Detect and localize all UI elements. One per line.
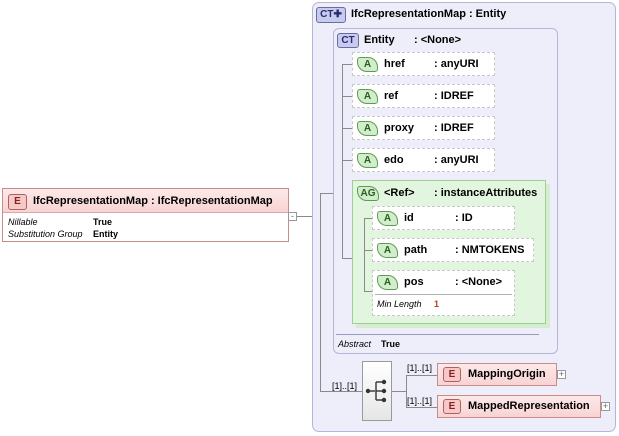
attribute-name: edo [384,154,404,166]
attribute-id[interactable]: A id : ID [372,206,515,230]
attribute-href[interactable]: A href : anyURI [352,52,495,76]
element-name: MappingOrigin [468,368,546,380]
child-multiplicity: [1]..[1] [407,363,433,373]
complex-type-title: IfcRepresentationMap : Entity [351,8,507,20]
attribute-group-badge: AG [357,186,379,201]
divider [336,334,539,335]
attribute-type: : ID [455,212,473,224]
root-element-title: IfcRepresentationMap : IfcRepresentation… [33,195,273,207]
attribute-pos[interactable]: A pos : <None> Min Length 1 [372,270,515,316]
divider [375,294,512,295]
element-badge: E [443,399,461,414]
min-length-label: Min Length [377,299,422,309]
attribute-badge: A [357,89,378,104]
element-mapping-origin[interactable]: E MappingOrigin [437,363,557,386]
expand-toggle[interactable]: + [557,369,566,379]
attribute-type: : NMTOKENS [455,244,525,256]
attribute-name: id [404,212,414,224]
attribute-type: : IDREF [434,90,474,102]
abstract-value: True [381,339,401,349]
attribute-badge: A [357,57,378,72]
element-name: MappedRepresentation [468,400,590,412]
collapse-toggle[interactable]: - [288,212,297,221]
attribute-group-name: <Ref> [384,187,415,199]
sequence-connector-line [320,193,321,392]
attribute-ref[interactable]: A ref : IDREF [352,84,495,108]
attribute-badge: A [357,121,378,136]
attribute-name: proxy [384,122,414,134]
connector-line [297,216,313,217]
child-multiplicity: [1]..[1] [407,396,433,406]
attribute-type: : <None> [455,276,503,288]
expand-toggle[interactable]: + [601,401,610,411]
attribute-badge: A [377,275,398,290]
attribute-badge: A [357,153,378,168]
attribute-type: : IDREF [434,122,474,134]
attribute-badge: A [377,243,398,258]
attribute-connector-line [342,64,343,258]
attribute-edo[interactable]: A edo : anyURI [352,148,495,172]
nillable-value: True [93,217,113,227]
attribute-name: pos [404,276,424,288]
attribute-type: : anyURI [434,58,479,70]
attribute-name: href [384,58,405,70]
min-length-value: 1 [434,299,440,309]
sequence-compositor[interactable] [362,361,392,421]
complex-type-badge: CT✚ [316,7,346,23]
attribute-path[interactable]: A path : NMTOKENS [372,238,534,262]
root-element-box[interactable]: E IfcRepresentationMap : IfcRepresentati… [2,188,289,242]
attribute-type: : anyURI [434,154,479,166]
element-mapped-representation[interactable]: E MappedRepresentation [437,395,601,418]
base-type-badge: CT [337,33,359,48]
attribute-name: ref [384,90,399,102]
element-badge: E [443,367,461,382]
element-badge: E [8,194,27,210]
attribute-name: path [404,244,428,256]
base-type-type: : <None> [414,34,462,46]
attribute-badge: A [377,211,398,226]
base-type-name: Entity [364,34,395,46]
nillable-label: Nillable [8,217,38,227]
attribute-proxy[interactable]: A proxy : IDREF [352,116,495,140]
abstract-label: Abstract [338,339,372,349]
attribute-group-type: : instanceAttributes [434,187,538,199]
substitution-group-label: Substitution Group [8,229,83,239]
sequence-multiplicity: [1]..[1] [332,381,358,391]
substitution-group-value: Entity [93,229,119,239]
expand-icon: ✚ [333,9,342,20]
sequence-icon [365,379,387,403]
